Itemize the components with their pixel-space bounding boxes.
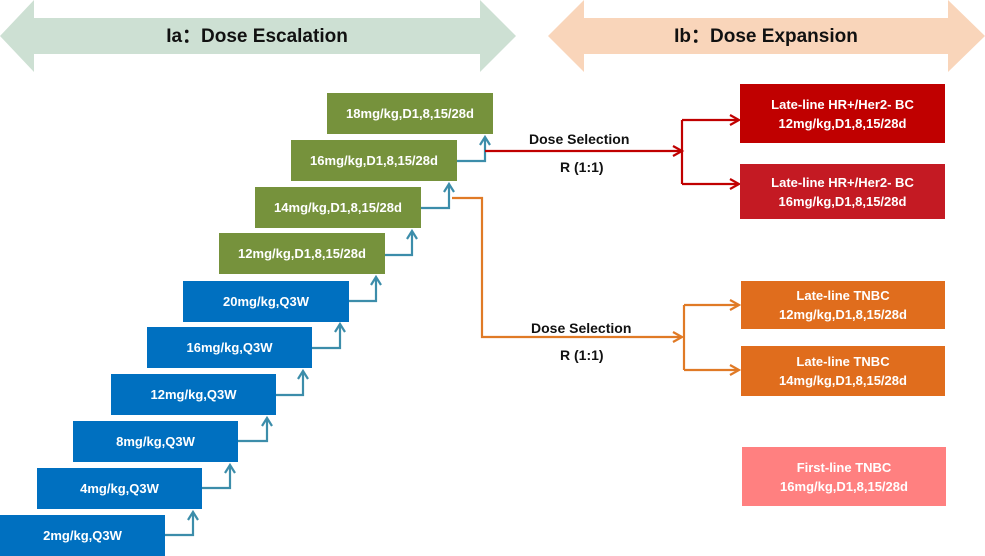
step-arrowhead [297,368,309,380]
step-connector [385,232,414,257]
orange-randomization-label: R (1:1) [560,347,604,363]
orange-branch-bottom-arrowhead [729,364,742,376]
dose-step-label: 4mg/kg,Q3W [80,481,159,496]
step-arrowhead [334,321,346,333]
phase-escalation-label: Ia：Dose Escalation [166,26,348,47]
arm-dose: 12mg/kg,D1,8,15/28d [779,307,907,322]
step-connector [276,372,305,397]
dose-step-q3w-4mg: 4mg/kg,Q3W [37,468,202,509]
step-arrowhead [187,509,199,521]
step-connector [421,185,451,210]
step-arrowhead [370,274,382,286]
dose-step-label: 12mg/kg,Q3W [150,387,237,402]
arm-population: Late-line HR+/Her2- BC [771,174,914,190]
dose-step-label: 12mg/kg,D1,8,15/28d [238,246,366,261]
step-connector [238,419,269,443]
step-connector [165,513,195,537]
dose-step-q3w-12mg: 12mg/kg,Q3W [111,374,276,415]
arm-dose: 16mg/kg,D1,8,15/28d [780,478,908,494]
dose-step-label: 16mg/kg,Q3W [186,340,273,355]
dose-step-weekly-14mg: 14mg/kg,D1,8,15/28d [255,187,421,228]
step-arrowhead [406,228,418,240]
orange-main-line [452,196,681,339]
dose-step-q3w-8mg: 8mg/kg,Q3W [73,421,238,462]
arm-population: Late-line TNBC [796,288,890,303]
escalation-arrow-shape [0,0,516,72]
dose-step-weekly-12mg: 12mg/kg,D1,8,15/28d [219,233,385,274]
red-branch-bottom-arrowhead [729,178,742,190]
phase-expansion-label: Ib：Dose Expansion [674,26,858,47]
expansion-arm-hr-her2-12mg: Late-line HR+/Her2- BC 12mg/kg,D1,8,15/2… [740,84,945,143]
step-connector [457,138,487,163]
arm-dose: 16mg/kg,D1,8,15/28d [778,193,907,209]
dose-step-label: 16mg/kg,D1,8,15/28d [310,153,438,168]
dose-step-q3w-16mg: 16mg/kg,Q3W [147,327,312,368]
phase-escalation-arrow [0,0,516,72]
dose-step-weekly-18mg: 18mg/kg,D1,8,15/28d [327,93,493,134]
dose-step-label: 18mg/kg,D1,8,15/28d [346,106,474,121]
red-dose-selection-label: Dose Selection [529,131,630,147]
expansion-arm-tnbc-12mg: Late-line TNBC 12mg/kg,D1,8,15/28d [741,281,945,329]
step-arrowhead [224,462,236,474]
dose-step-label: 8mg/kg,Q3W [116,434,195,449]
expansion-arm-first-line-tnbc-16mg: First-line TNBC 16mg/kg,D1,8,15/28d [742,447,946,506]
dose-step-q3w-20mg: 20mg/kg,Q3W [183,281,349,322]
orange-main-arrowhead [672,331,685,343]
orange-dose-selection-label: Dose Selection [531,320,632,336]
red-main-arrowhead [672,145,685,157]
arm-population: Late-line TNBC [796,354,890,369]
arm-population: Late-line HR+/Her2- BC [771,96,914,112]
dose-step-label: 14mg/kg,D1,8,15/28d [274,200,402,215]
dose-step-weekly-16mg: 16mg/kg,D1,8,15/28d [291,140,457,181]
orange-branch-top-arrowhead [729,299,742,311]
step-arrowhead [443,181,455,193]
dose-step-label: 2mg/kg,Q3W [43,528,122,543]
expansion-arrow-shape [548,0,985,72]
red-selection-path [485,114,742,190]
dose-step-label: 20mg/kg,Q3W [223,294,309,309]
phase-expansion-arrow [548,0,985,72]
red-randomization-label: R (1:1) [560,159,604,175]
step-arrowhead [261,415,273,427]
step-connector [349,278,378,303]
red-branch-top-arrowhead [729,114,742,126]
arm-dose: 12mg/kg,D1,8,15/28d [778,115,907,131]
step-arrowhead [479,134,491,146]
arm-dose: 14mg/kg,D1,8,15/28d [779,373,907,388]
step-connector [312,325,342,350]
expansion-arm-tnbc-14mg: Late-line TNBC 14mg/kg,D1,8,15/28d [741,346,945,396]
arm-population: First-line TNBC [796,459,892,475]
dose-step-q3w-2mg: 2mg/kg,Q3W [0,515,165,556]
step-connector [202,466,232,490]
expansion-arm-hr-her2-16mg: Late-line HR+/Her2- BC 16mg/kg,D1,8,15/2… [740,164,945,219]
